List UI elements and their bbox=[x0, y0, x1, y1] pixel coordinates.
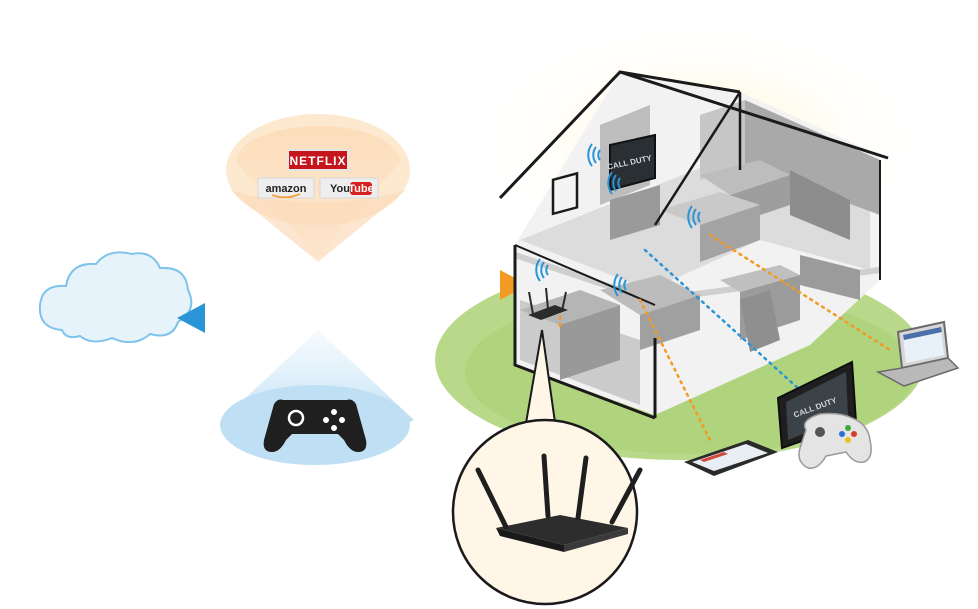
youtube-tube-label: Tube bbox=[348, 183, 373, 195]
netflix-label: NETFLIX bbox=[290, 154, 347, 168]
house bbox=[498, 70, 889, 420]
wifi-icon bbox=[535, 143, 701, 297]
house-window bbox=[551, 171, 579, 216]
cloud-icon bbox=[38, 251, 193, 344]
gaming-cone bbox=[220, 330, 414, 465]
laptop-icon bbox=[875, 320, 960, 387]
youtube-you-label: You bbox=[330, 183, 350, 195]
youtube-tube-box bbox=[350, 182, 372, 195]
amazon-smile-icon bbox=[271, 193, 301, 198]
amazon-label: amazon bbox=[266, 183, 307, 195]
controller-icon bbox=[798, 412, 872, 469]
router-icon bbox=[528, 287, 568, 320]
streaming-services-cone: NETFLIX amazon You Tube bbox=[226, 114, 410, 262]
download-arrow bbox=[192, 270, 528, 300]
netflix-logo bbox=[287, 149, 349, 171]
tablet-icon bbox=[684, 440, 778, 476]
router-callout bbox=[451, 329, 643, 606]
upload-arrow bbox=[177, 303, 512, 333]
wireless-links bbox=[558, 233, 892, 442]
router-large-icon bbox=[475, 453, 643, 552]
gamepad-icon bbox=[263, 399, 367, 452]
